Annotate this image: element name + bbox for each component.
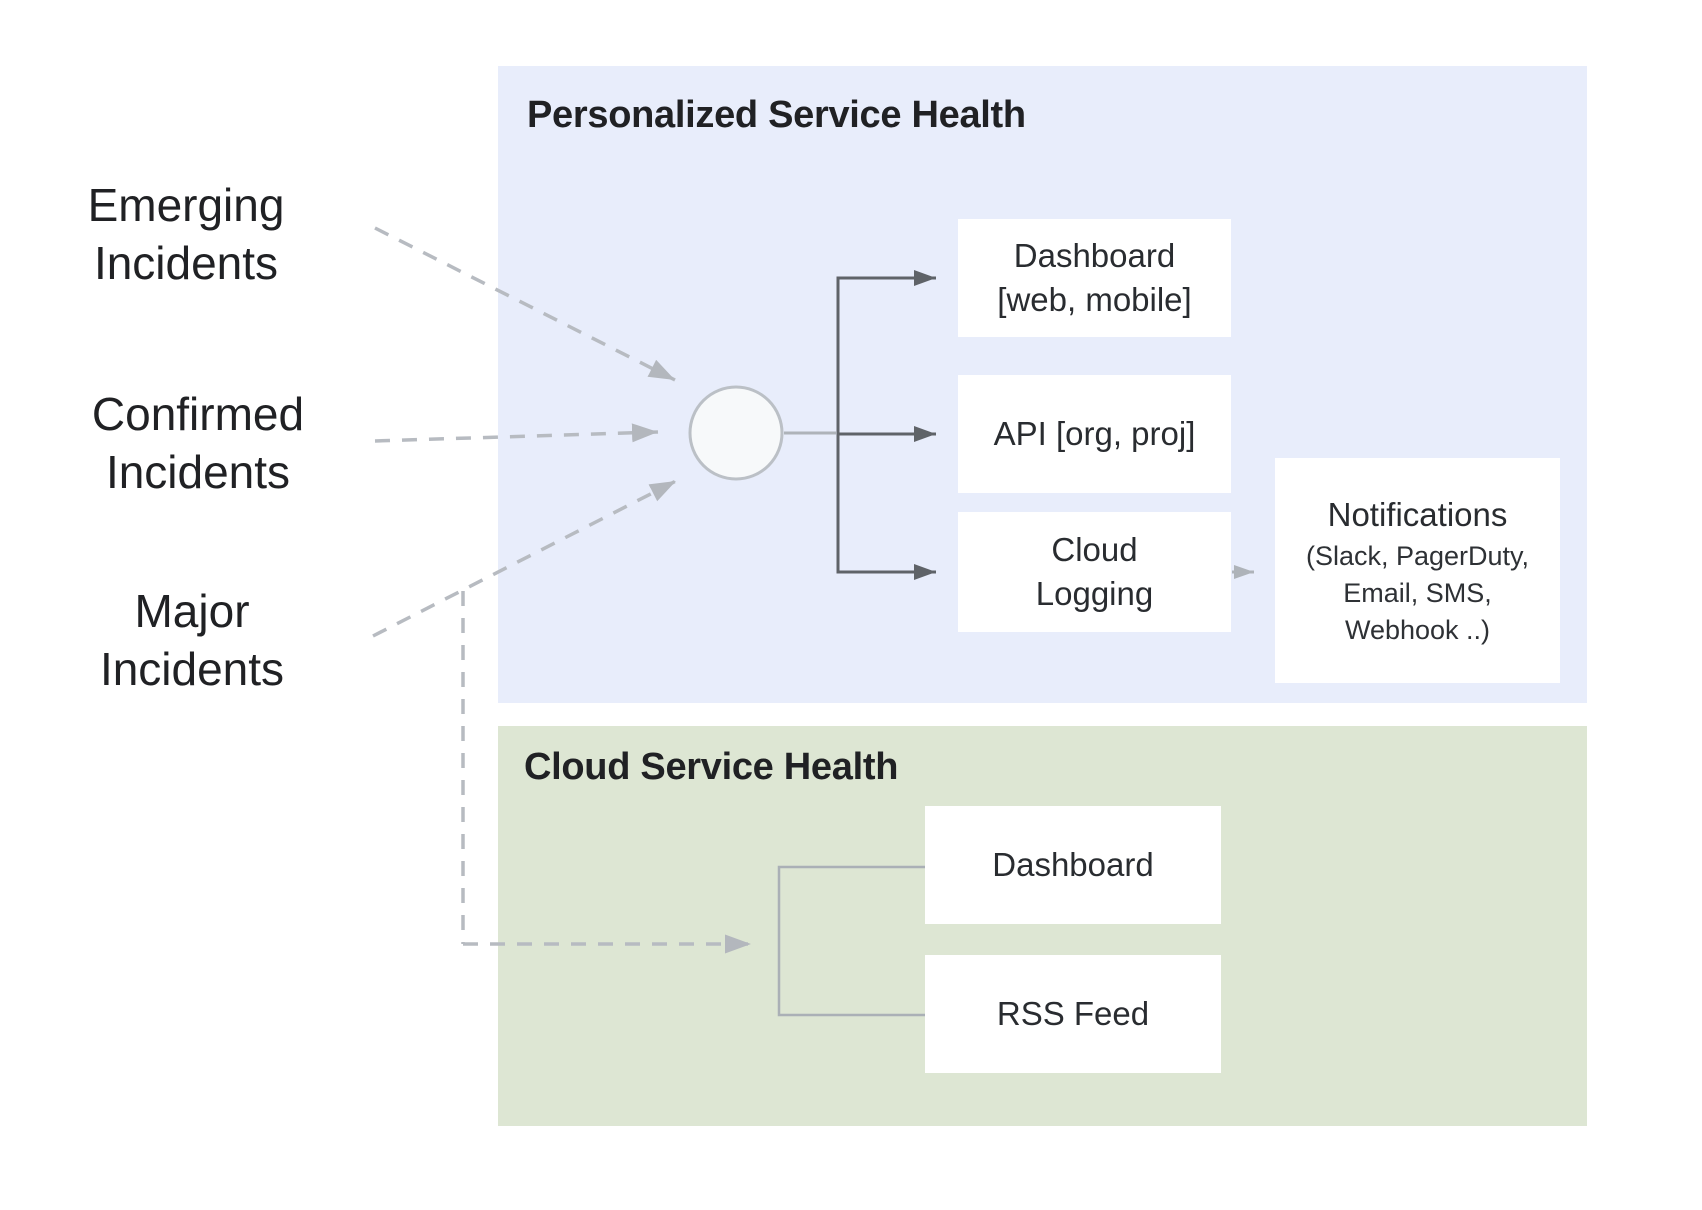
personalized-panel-title: Personalized Service Health xyxy=(527,94,1026,136)
node-cloud-logging: Cloud Logging xyxy=(958,512,1231,632)
node-dashboard-web-mobile: Dashboard [web, mobile] xyxy=(958,219,1231,337)
node-notifications: Notifications (Slack, PagerDuty, Email, … xyxy=(1275,458,1560,683)
cloud-panel-title: Cloud Service Health xyxy=(524,746,899,788)
label-confirmed-incidents: Confirmed Incidents xyxy=(91,388,305,498)
label-emerging-incidents: Emerging Incidents xyxy=(87,179,285,289)
label-major-incidents: Major Incidents xyxy=(99,585,285,695)
node-cloud-dashboard: Dashboard xyxy=(925,806,1221,924)
node-rss-feed: RSS Feed xyxy=(925,955,1221,1073)
node-api: API [org, proj] xyxy=(958,375,1231,493)
